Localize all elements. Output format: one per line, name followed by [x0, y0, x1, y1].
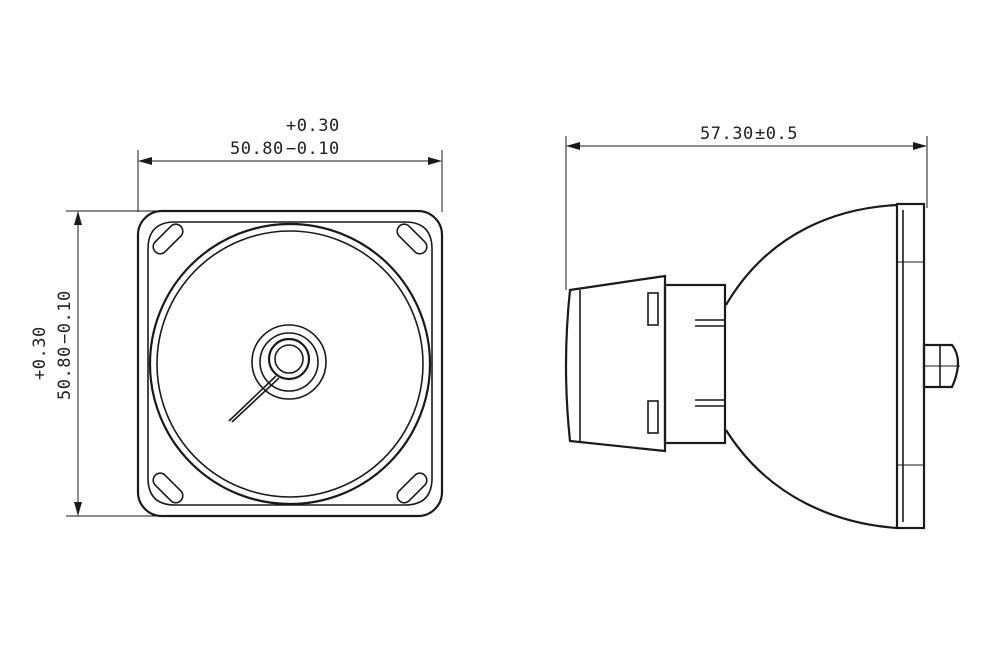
lamp-neck [564, 274, 667, 453]
mounting-slots [152, 223, 428, 504]
front-view: +0.30 50.80 −0.10 +0.30 50.80 −0.10 [30, 116, 444, 518]
burner-middle-ring [259, 332, 319, 392]
side-length-dimension: 57.30 ±0.5 [565, 124, 928, 290]
slot-bottom-right [396, 472, 428, 504]
reflector-curve-top [725, 203, 898, 306]
width-upper-tolerance: +0.30 [286, 116, 340, 136]
clip-top [647, 292, 659, 326]
front-width-dimension: +0.30 50.80 −0.10 [137, 116, 443, 212]
lead-wire-inner [231, 377, 280, 423]
burner-inner-ring [267, 337, 311, 381]
reflector-curve-bottom [725, 429, 898, 530]
height-lower-tolerance: −0.10 [55, 290, 75, 344]
lead-wire [228, 375, 277, 422]
length-tolerance: ±0.5 [755, 124, 798, 144]
reflector-outer-circle [148, 222, 432, 506]
burner [228, 324, 327, 423]
height-upper-tolerance: +0.30 [30, 326, 50, 380]
burner-core [274, 344, 304, 374]
side-view: 57.30 ±0.5 [564, 124, 960, 530]
length-nominal: 57.30 [700, 124, 754, 144]
slot-top-right [396, 223, 428, 255]
height-upper-tolerance-group: +0.30 [30, 326, 50, 380]
mounting-flange [136, 209, 444, 518]
front-rim [895, 202, 926, 530]
height-nominal-group: 50.80 −0.10 [55, 290, 75, 400]
reflector-collar [663, 283, 727, 445]
burner-outer-ring [251, 324, 327, 400]
width-lower-tolerance: −0.10 [286, 139, 340, 159]
width-nominal: 50.80 [230, 139, 284, 159]
slot-top-left [152, 223, 184, 255]
slot-bottom-left [152, 472, 184, 504]
clip-bottom [647, 400, 659, 434]
front-height-dimension: +0.30 50.80 −0.10 [30, 210, 160, 517]
height-nominal: 50.80 [55, 346, 75, 400]
flange-inner-edge [147, 221, 433, 506]
reflector-inner-circle [156, 230, 424, 498]
